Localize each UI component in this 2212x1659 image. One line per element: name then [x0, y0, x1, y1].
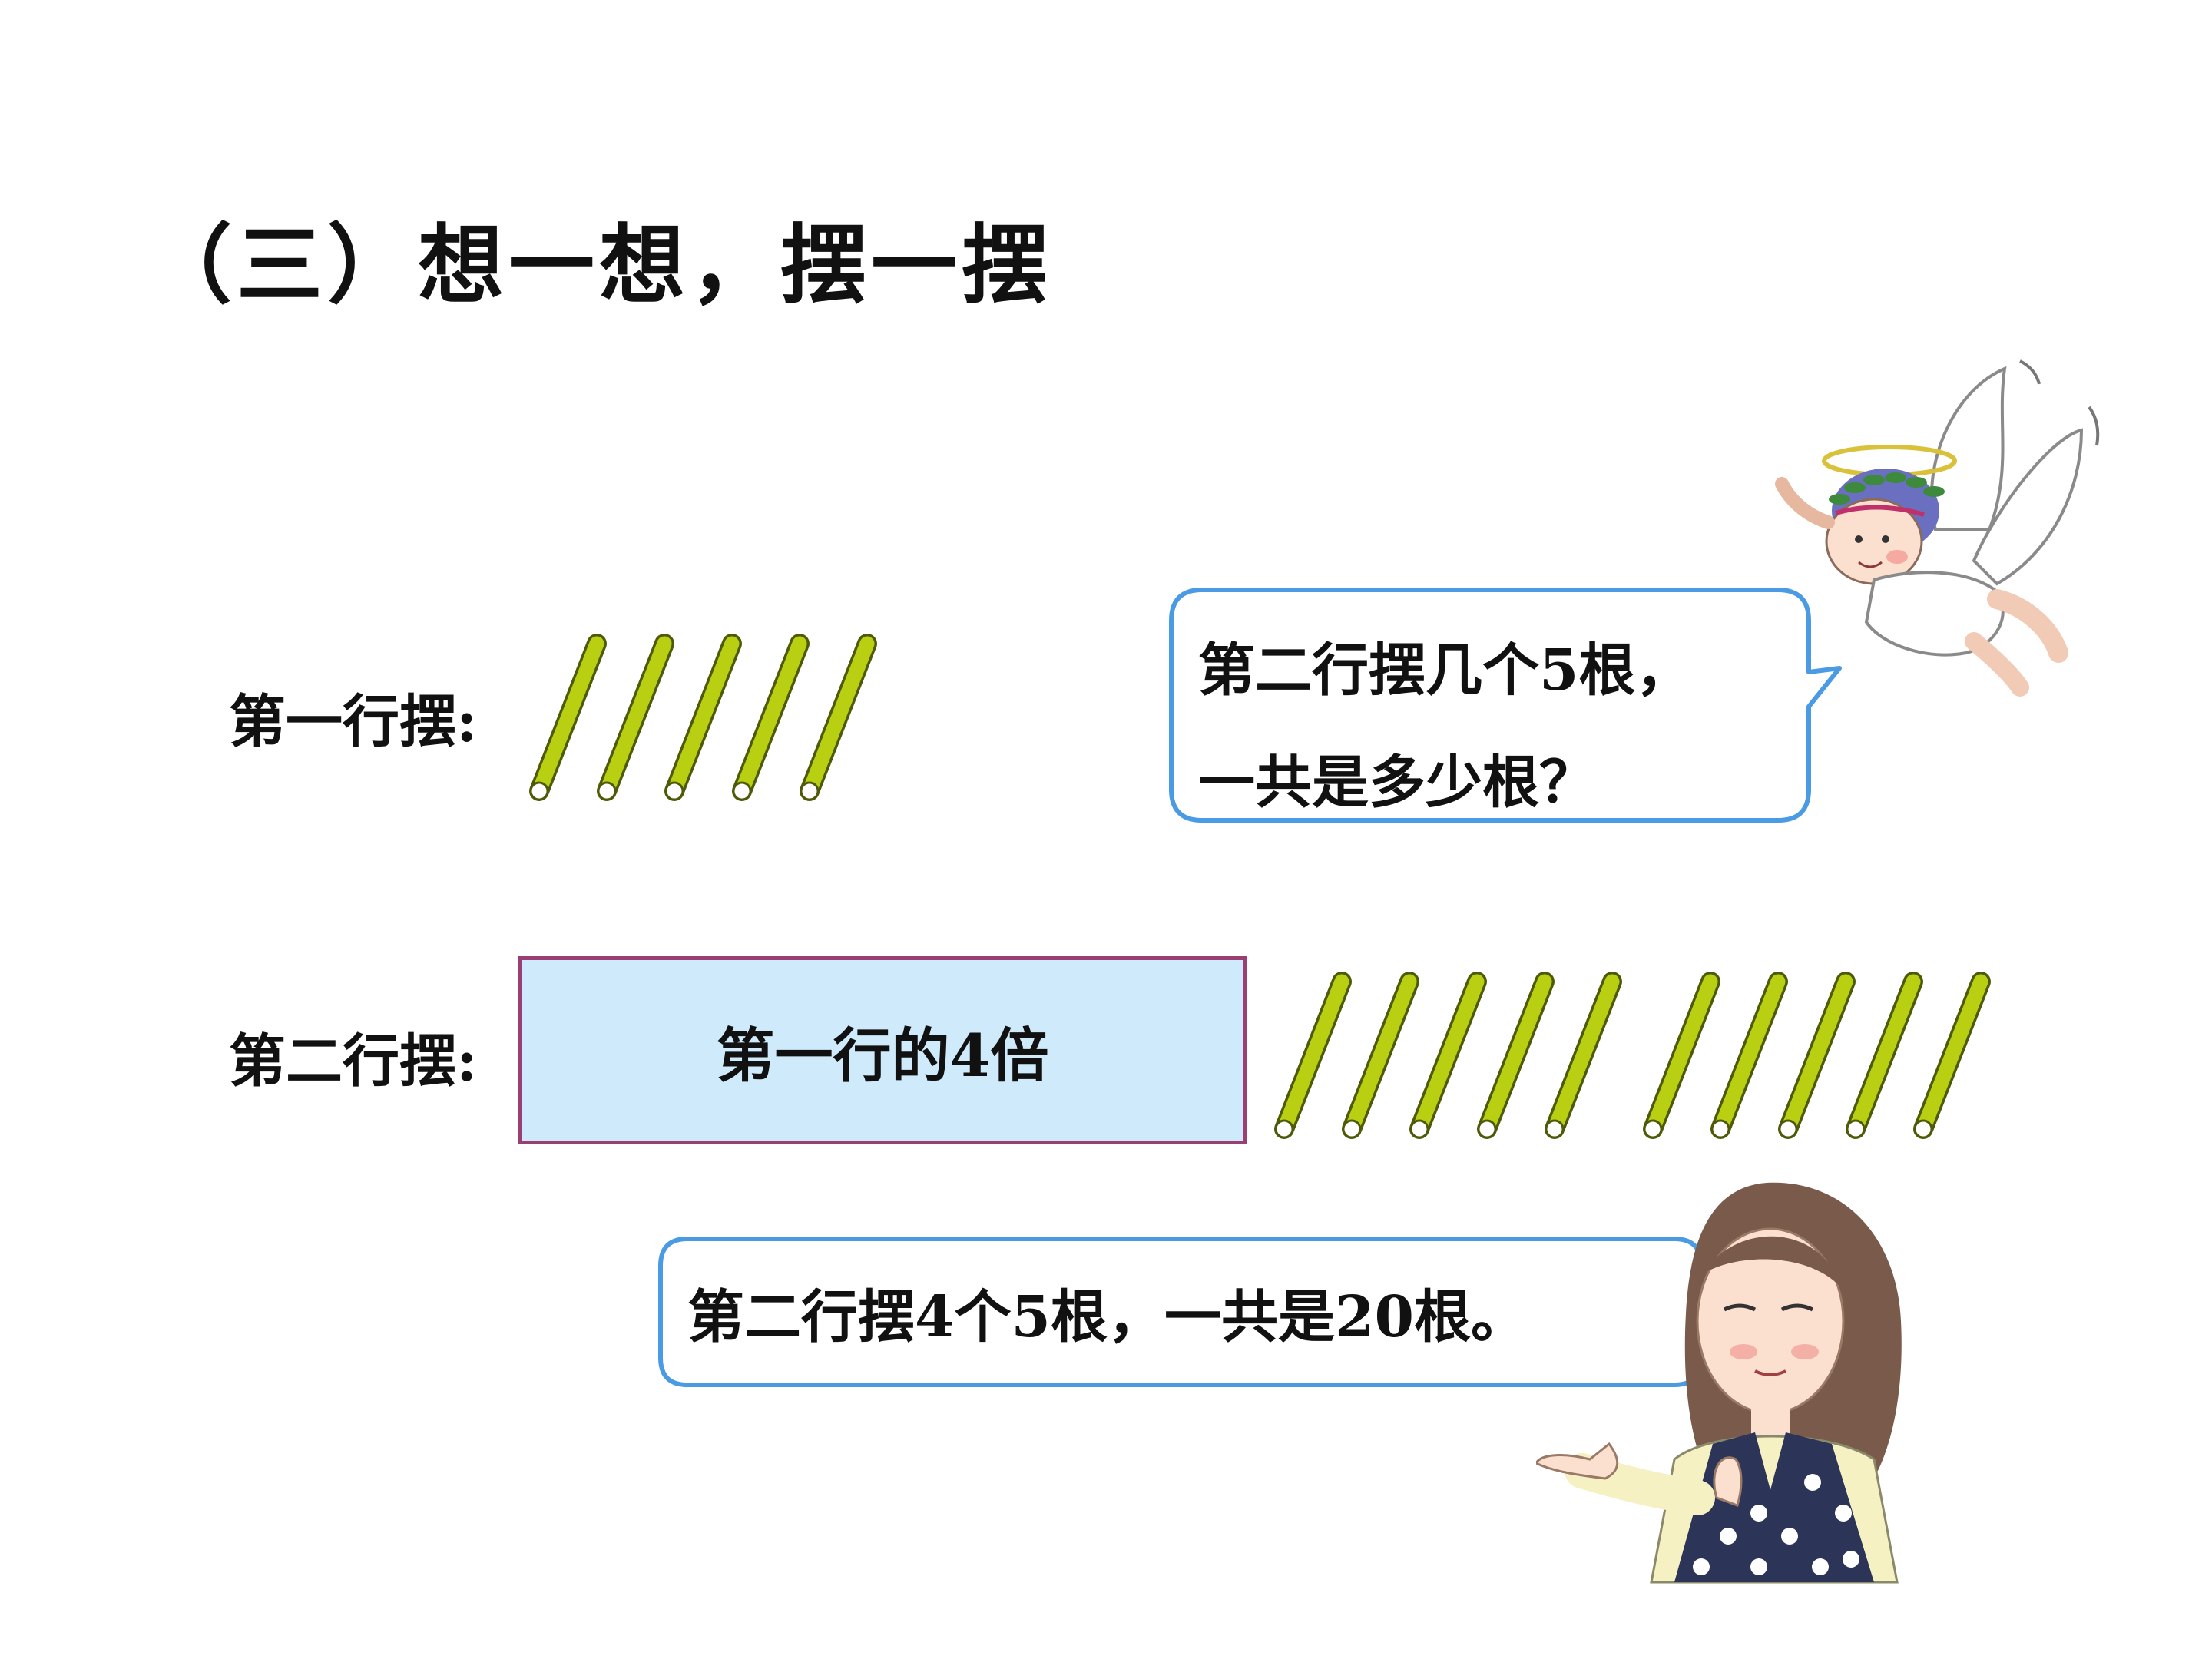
stick: [732, 634, 810, 801]
angel-speech-bubble: [1169, 588, 1842, 823]
stick: [1274, 972, 1352, 1139]
angel-bubble-line2: 一共是多少根？: [1198, 750, 1596, 816]
stick: [1545, 972, 1622, 1139]
angel-icon: [1775, 359, 2100, 697]
girl-bubble-text: 第二行摆4个5根，一共是20根。: [687, 1284, 1528, 1350]
stick: [1477, 972, 1555, 1139]
row2-sticks: [1274, 972, 1991, 1139]
stick: [597, 634, 674, 801]
page-title: （三）想一想，摆一摆: [146, 215, 1052, 316]
row2-box-label: 第一行的4倍: [716, 1021, 1049, 1090]
row1-label: 第一行摆:: [229, 689, 478, 755]
stick: [1342, 972, 1419, 1139]
teacher-icon: [1536, 1182, 1902, 1584]
row2-label: 第二行摆:: [229, 1028, 478, 1094]
stick: [1913, 972, 1991, 1139]
angel-bubble-text: 第二行摆几个5根， 一共是多少根？: [1198, 614, 1782, 839]
row1-sticks: [529, 634, 877, 801]
row2-multiple-box: 第一行的4倍: [518, 956, 1247, 1144]
stick: [1778, 972, 1856, 1139]
stick: [1710, 972, 1788, 1139]
stick: [529, 634, 607, 801]
stick: [664, 634, 742, 801]
stick: [1409, 972, 1487, 1139]
stick: [1846, 972, 1923, 1139]
stick: [1643, 972, 1720, 1139]
stick: [800, 634, 877, 801]
angel-bubble-line1: 第二行摆几个5根，: [1198, 637, 1693, 704]
